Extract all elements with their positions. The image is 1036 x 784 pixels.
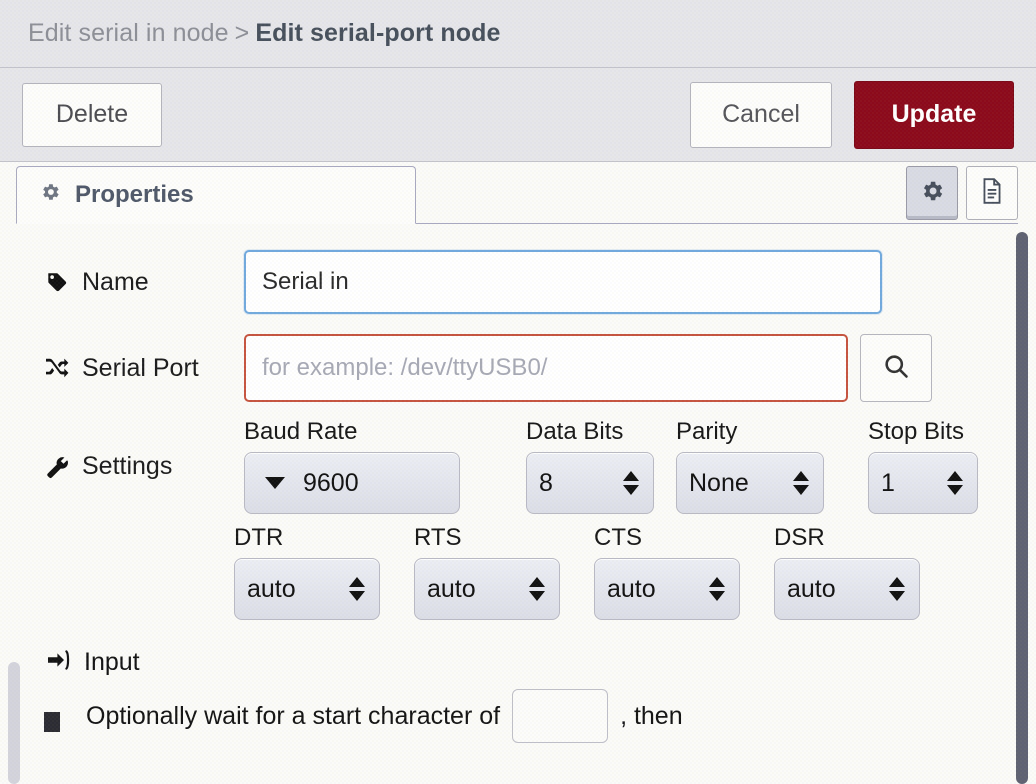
wrench-icon	[44, 455, 70, 479]
input-section-header: Input	[0, 648, 1036, 677]
name-row: Name	[0, 250, 1036, 314]
flow-control-row: DTR auto RTS auto CTS auto	[0, 524, 1036, 620]
dsr-group: DSR auto	[774, 524, 920, 620]
settings-selects: Baud Rate 9600 Data Bits 8 Parity	[244, 418, 978, 514]
tab-properties[interactable]: Properties	[16, 166, 416, 224]
breadcrumb-separator: >	[234, 19, 250, 47]
start-character-sentence: Optionally wait for a start character of…	[86, 689, 683, 743]
tag-icon	[44, 271, 70, 293]
spinner-icon	[793, 471, 809, 495]
cts-value: auto	[607, 574, 656, 603]
stop-bits-select[interactable]: 1	[868, 452, 978, 514]
breadcrumb-current: Edit serial-port node	[255, 19, 501, 47]
dialog-button-bar: Delete Cancel Update	[0, 68, 1036, 162]
dsr-label: DSR	[774, 524, 825, 551]
tab-properties-label: Properties	[75, 181, 194, 208]
left-scrollbar-thumb[interactable]	[8, 662, 20, 784]
spinner-icon	[709, 577, 725, 601]
primary-actions: Cancel Update	[690, 68, 1014, 161]
dtr-label: DTR	[234, 524, 284, 551]
parity-value: None	[689, 468, 749, 497]
settings-label: Settings	[44, 418, 244, 481]
chevron-down-icon	[265, 477, 285, 489]
serial-port-input[interactable]	[244, 334, 848, 402]
spinner-icon	[889, 577, 905, 601]
spinner-icon	[529, 577, 545, 601]
gear-icon	[919, 178, 945, 209]
tab-icon-buttons	[906, 166, 1018, 220]
update-button[interactable]: Update	[854, 80, 1014, 149]
breadcrumb: Edit serial in node>Edit serial-port nod…	[28, 19, 501, 48]
description-icon-button[interactable]	[966, 166, 1018, 220]
spinner-icon	[623, 471, 639, 495]
baud-rate-label: Baud Rate	[244, 418, 358, 445]
flow-control-selects: DTR auto RTS auto CTS auto	[234, 524, 920, 620]
dsr-select[interactable]: auto	[774, 558, 920, 620]
name-label-text: Name	[82, 267, 149, 296]
start-character-input[interactable]	[512, 689, 609, 743]
spinner-icon	[349, 577, 365, 601]
name-input[interactable]	[244, 250, 882, 314]
cts-select[interactable]: auto	[594, 558, 740, 620]
vertical-scrollbar[interactable]	[1012, 232, 1030, 784]
input-heading: Input	[48, 648, 140, 677]
parity-select[interactable]: None	[676, 452, 824, 514]
search-icon	[882, 352, 910, 385]
cts-group: CTS auto	[594, 524, 740, 620]
resize-handle[interactable]	[44, 712, 60, 732]
rts-label: RTS	[414, 524, 462, 551]
input-start-character-row: Optionally wait for a start character of…	[0, 689, 1036, 743]
baud-rate-select[interactable]: 9600	[244, 452, 460, 514]
dtr-select[interactable]: auto	[234, 558, 380, 620]
gear-icon	[39, 181, 61, 210]
dsr-value: auto	[787, 574, 836, 603]
stop-bits-group: Stop Bits 1	[868, 418, 978, 514]
stop-bits-label: Stop Bits	[868, 418, 965, 445]
baud-rate-group: Baud Rate 9600	[244, 418, 460, 514]
data-bits-select[interactable]: 8	[526, 452, 654, 514]
serial-port-label: Serial Port	[44, 354, 244, 383]
vertical-scrollbar-thumb[interactable]	[1016, 232, 1028, 784]
name-label: Name	[44, 268, 244, 297]
serial-port-label-text: Serial Port	[82, 353, 199, 382]
stop-bits-value: 1	[881, 468, 895, 497]
start-character-text-after: , then	[620, 701, 683, 730]
gear-icon-button[interactable]	[906, 166, 958, 220]
dtr-value: auto	[247, 574, 296, 603]
rts-group: RTS auto	[414, 524, 560, 620]
delete-button[interactable]: Delete	[22, 82, 162, 147]
settings-row: Settings Baud Rate 9600 Data Bits 8	[0, 418, 1036, 514]
cts-label: CTS	[594, 524, 642, 551]
data-bits-group: Data Bits 8	[526, 418, 654, 514]
breadcrumb-previous[interactable]: Edit serial in node	[28, 19, 229, 47]
data-bits-label: Data Bits	[526, 418, 624, 445]
shuffle-icon	[44, 357, 70, 379]
parity-group: Parity None	[676, 418, 824, 514]
description-icon	[979, 177, 1005, 210]
baud-rate-value: 9600	[303, 468, 359, 497]
cancel-button[interactable]: Cancel	[690, 81, 832, 148]
data-bits-value: 8	[539, 468, 553, 497]
rts-value: auto	[427, 574, 476, 603]
input-heading-text: Input	[84, 648, 140, 676]
start-character-text-before: Optionally wait for a start character of	[86, 701, 501, 730]
parity-label: Parity	[676, 418, 738, 445]
rts-select[interactable]: auto	[414, 558, 560, 620]
settings-label-text: Settings	[82, 452, 173, 480]
dtr-group: DTR auto	[234, 524, 380, 620]
sign-in-icon	[48, 648, 72, 677]
serial-port-search-button[interactable]	[860, 334, 932, 402]
tab-strip: Properties	[0, 162, 1036, 224]
serial-port-row: Serial Port	[0, 334, 1036, 402]
spinner-icon	[947, 471, 963, 495]
dialog-header: Edit serial in node>Edit serial-port nod…	[0, 0, 1036, 68]
properties-form: Name Serial Port	[0, 224, 1036, 772]
